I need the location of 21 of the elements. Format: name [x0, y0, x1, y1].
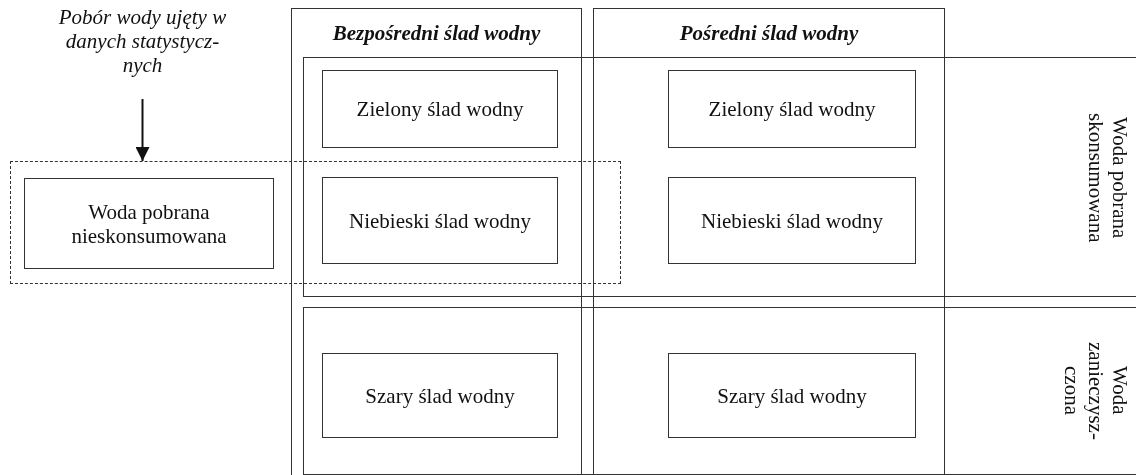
process-box: [24, 178, 274, 269]
process-box: [322, 177, 558, 264]
column-heading: Pośredni ślad wodny: [678, 21, 860, 45]
process-box: [668, 177, 916, 264]
process-box: [322, 353, 558, 438]
box-label: Szary ślad wodny: [717, 383, 867, 408]
box-label: Szary ślad wodny: [365, 383, 515, 408]
annotation-text: Pobór wody ujęty w danych statystycz- nych: [57, 5, 228, 77]
box-label: Zielony ślad wodny: [708, 97, 876, 121]
arrow: [135, 98, 150, 162]
box-label: Niebieski ślad wodny: [349, 208, 531, 233]
row-label: Woda zanieczysz- czona: [1060, 340, 1132, 442]
column-heading: Bezpośredni ślad wodny: [331, 21, 542, 45]
process-box: [668, 70, 916, 148]
process-box: [322, 70, 558, 148]
process-box: [668, 353, 916, 438]
box-label: Niebieski ślad wodny: [701, 208, 883, 233]
box-label: Woda pobrana nieskonsumowana: [70, 199, 228, 248]
box-label: Zielony ślad wodny: [356, 97, 524, 121]
row-band: [303, 307, 1136, 475]
row-label: Woda pobrana skonsumowana: [1084, 112, 1132, 245]
